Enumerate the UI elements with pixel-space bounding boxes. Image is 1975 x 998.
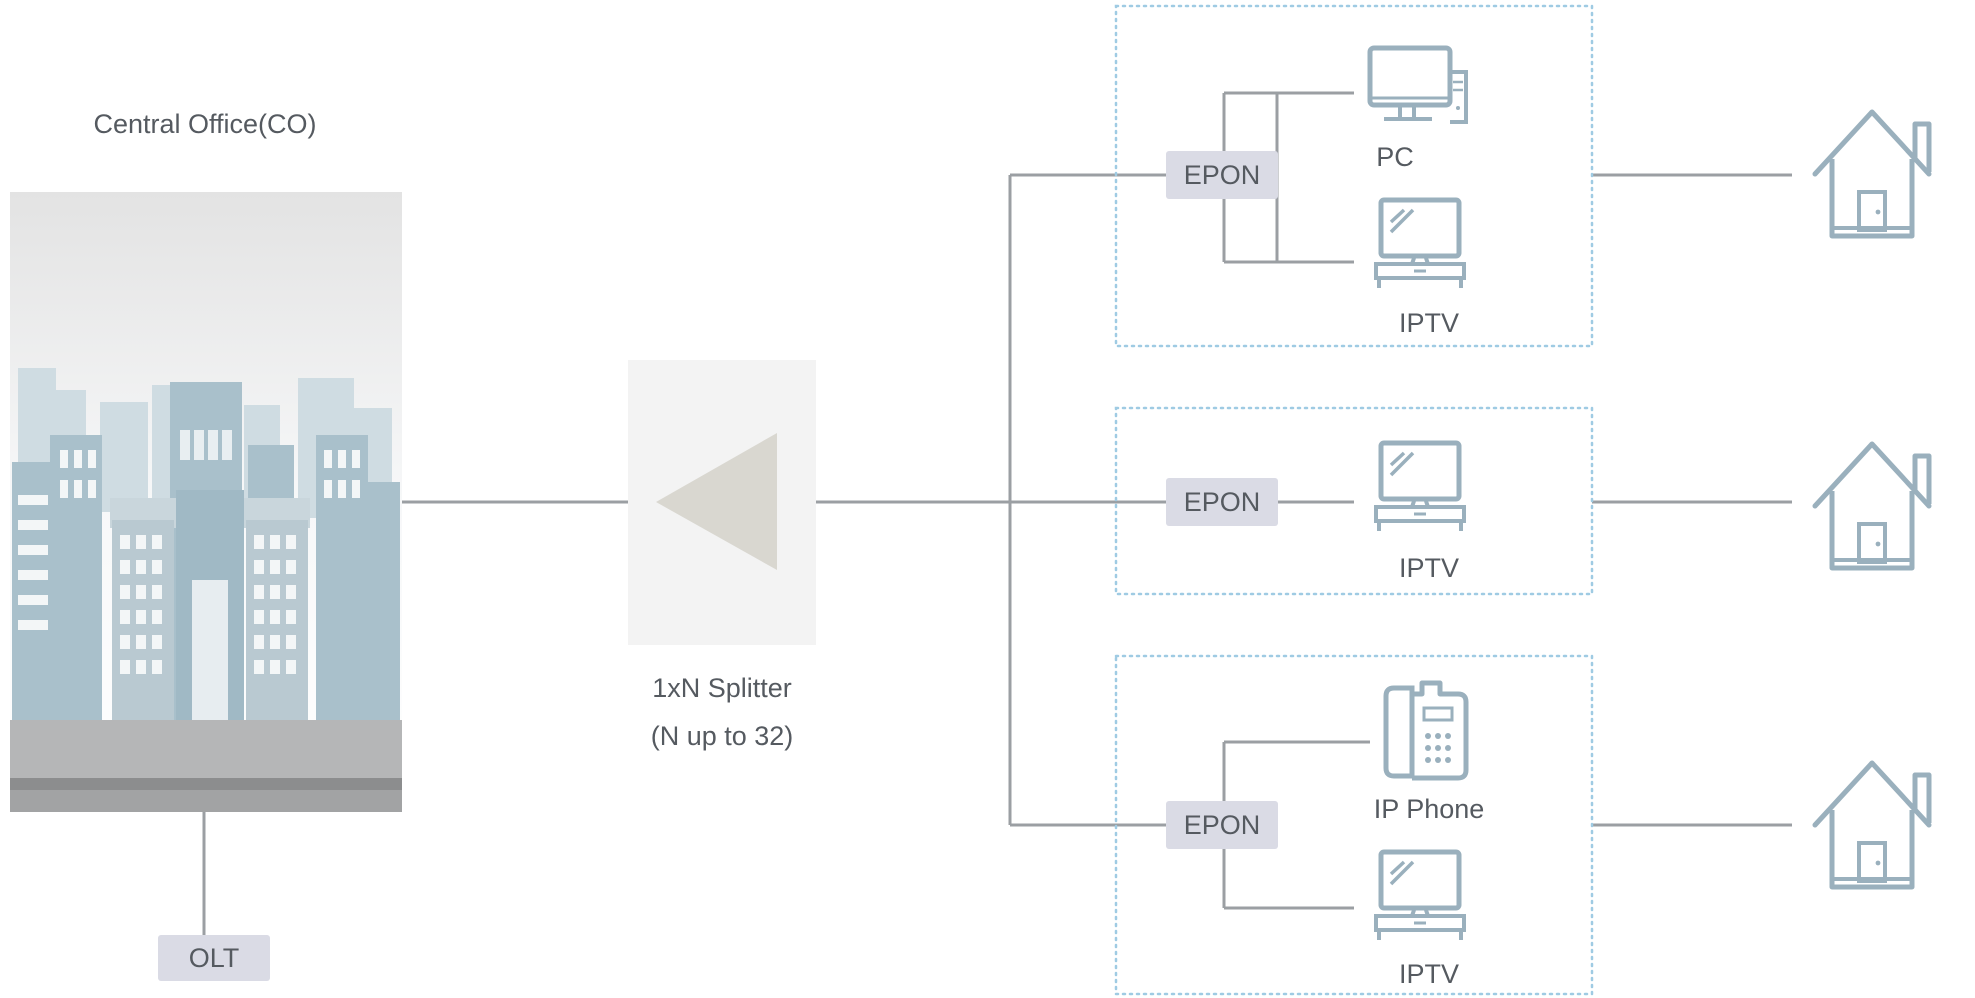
subscriber-group: EPON PC IPTV xyxy=(1114,4,1594,348)
house-icon xyxy=(1815,112,1929,236)
onu-node: EPON xyxy=(1166,478,1278,526)
onu-label: EPON xyxy=(1184,487,1261,517)
house-icon xyxy=(1815,444,1929,568)
house-icon xyxy=(1815,763,1929,887)
splitter-label-line1: 1xN Splitter xyxy=(652,673,792,703)
phone-icon xyxy=(1386,683,1466,778)
fiber-lines xyxy=(202,91,1792,935)
tv-icon xyxy=(1376,443,1464,531)
pc-icon xyxy=(1370,48,1466,122)
subscriber-group: EPON IPTV xyxy=(1114,406,1594,596)
device-label: IPTV xyxy=(1399,308,1459,338)
onu-label: EPON xyxy=(1184,160,1261,190)
onu-node: EPON xyxy=(1166,801,1278,849)
device-label: PC xyxy=(1376,142,1414,172)
olt-node: OLT xyxy=(158,935,270,981)
olt-label: OLT xyxy=(189,943,240,973)
splitter-label-line2: (N up to 32) xyxy=(651,721,794,751)
splitter-node: 1xN Splitter (N up to 32) xyxy=(628,360,816,751)
subscriber-group: EPON IP Phone IPTV xyxy=(1114,654,1594,996)
onu-node: EPON xyxy=(1166,151,1278,199)
onu-label: EPON xyxy=(1184,810,1261,840)
device-label: IPTV xyxy=(1399,553,1459,583)
central-office-building-illustration xyxy=(10,192,402,812)
tv-icon xyxy=(1376,200,1464,288)
tv-icon xyxy=(1376,852,1464,940)
device-label: IP Phone xyxy=(1374,794,1485,824)
device-label: IPTV xyxy=(1399,959,1459,989)
central-office-title: Central Office(CO) xyxy=(93,109,316,139)
